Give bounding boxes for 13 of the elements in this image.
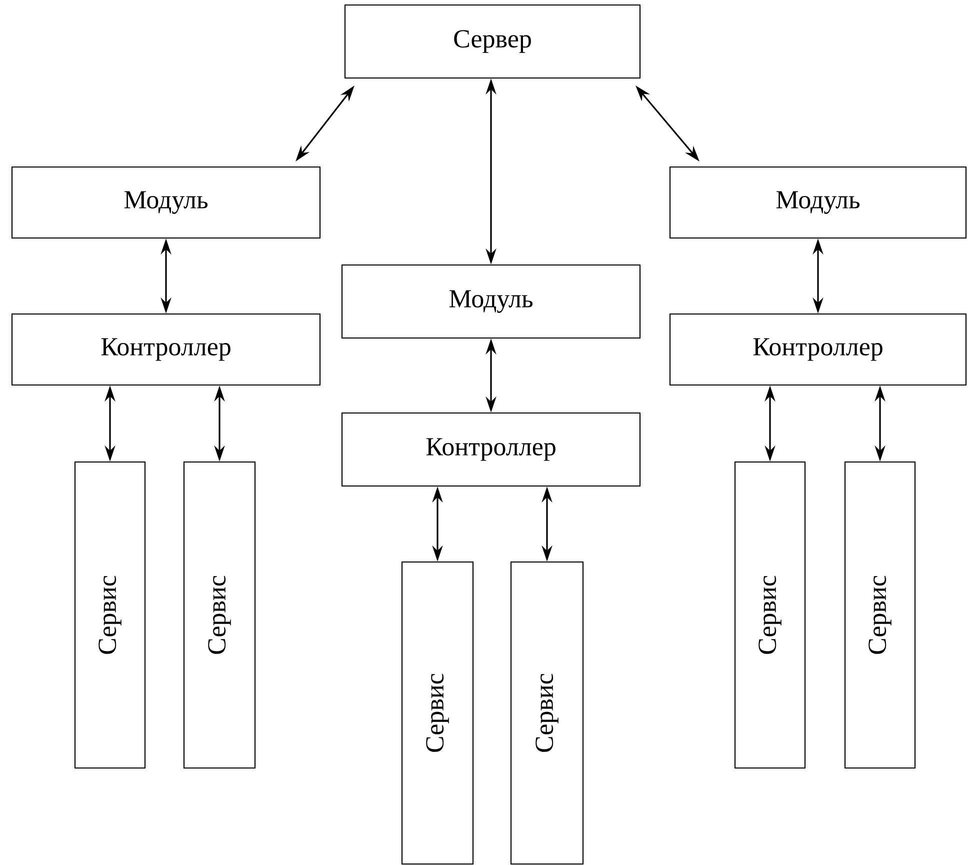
process-box: Контроллер (669, 313, 967, 386)
process-box: Модуль (669, 166, 967, 239)
process-box: Сервер (344, 4, 641, 79)
service-box: Сервис (734, 461, 806, 769)
service-box: Сервис (183, 461, 256, 769)
process-box: Модуль (11, 166, 321, 239)
process-box: Контроллер (341, 412, 641, 487)
service-box: Сервис (510, 561, 584, 865)
service-box: Сервис (74, 461, 146, 769)
service-box: Сервис (844, 461, 916, 769)
service-box: Сервис (401, 561, 474, 865)
process-box: Модуль (341, 264, 641, 339)
process-box: Контроллер (11, 313, 321, 386)
